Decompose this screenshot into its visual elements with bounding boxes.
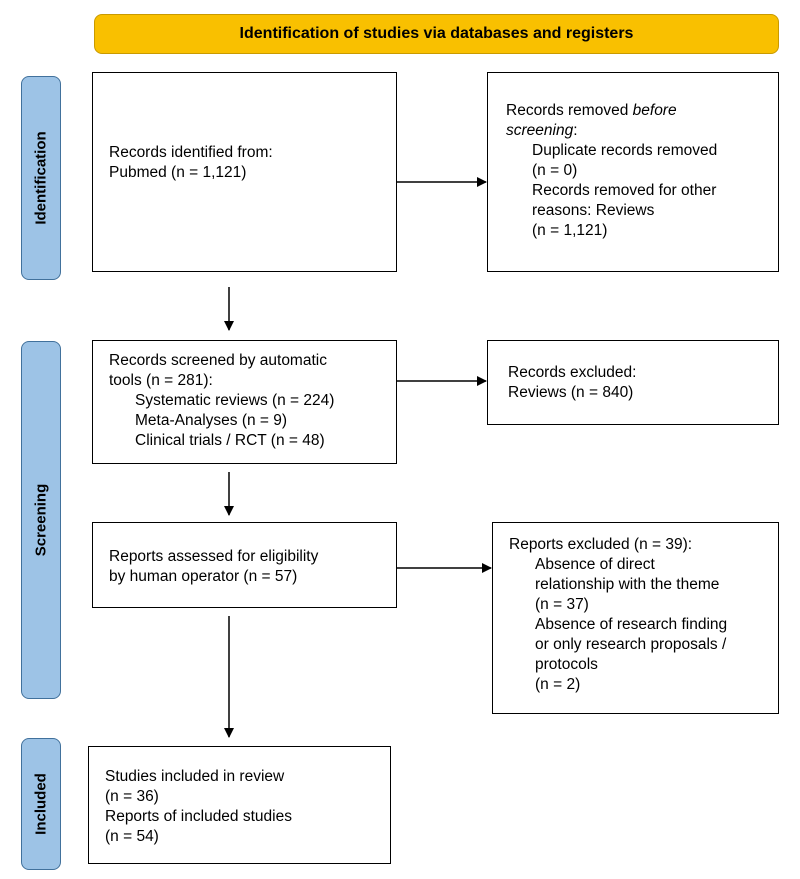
screened-item2: Meta-Analyses (n = 9) — [135, 412, 288, 429]
identified-line1: Records identified from: — [109, 144, 273, 161]
screened-line1: Records screened by automatic — [109, 352, 327, 369]
reports-excluded-r2d: (n = 2) — [535, 676, 581, 693]
reports-excluded-r2b: or only research proposals / — [535, 636, 727, 653]
screened-line2: tools (n = 281): — [109, 372, 213, 389]
records-identified-box: Records identified from: Pubmed (n = 1,1… — [92, 72, 397, 272]
removed-line2-suffix: : — [573, 122, 578, 139]
header-banner: Identification of studies via databases … — [94, 14, 779, 54]
banner-title: Identification of studies via databases … — [239, 25, 634, 42]
removed-other-label2: reasons: Reviews — [532, 202, 655, 219]
removed-line2: screening: — [506, 121, 778, 141]
reports-excluded-r2a: Absence of research finding — [535, 616, 728, 633]
screened-item3: Clinical trials / RCT (n = 48) — [135, 432, 325, 449]
records-excluded-box: Records excluded: Reviews (n = 840) — [487, 340, 779, 425]
excluded-line2: Reviews (n = 840) — [508, 384, 634, 401]
reports-excluded-line1: Reports excluded (n = 39): — [509, 536, 693, 553]
included-line4: (n = 54) — [105, 828, 159, 845]
studies-included-box: Studies included in review (n = 36) Repo… — [88, 746, 391, 864]
identified-line2: Pubmed (n = 1,121) — [109, 164, 247, 181]
reports-excluded-box: Reports excluded (n = 39): Absence of di… — [492, 522, 779, 714]
removed-dup-label: Duplicate records removed — [532, 142, 718, 159]
included-line3: Reports of included studies — [105, 808, 292, 825]
records-removed-box: Records removed before screening: Duplic… — [487, 72, 779, 272]
included-line1: Studies included in review — [105, 768, 285, 785]
removed-dup-count: (n = 0) — [532, 162, 578, 179]
included-line2: (n = 36) — [105, 788, 159, 805]
reports-excluded-r2c: protocols — [535, 656, 598, 673]
removed-line2-italic: screening — [506, 122, 574, 139]
assessed-line1: Reports assessed for eligibility — [109, 548, 319, 565]
phase-screening: Screening — [21, 341, 61, 699]
screened-item1: Systematic reviews (n = 224) — [135, 392, 335, 409]
excluded-line1: Records excluded: — [508, 364, 637, 381]
reports-assessed-box: Reports assessed for eligibility by huma… — [92, 522, 397, 608]
assessed-line2: by human operator (n = 57) — [109, 568, 298, 585]
phase-included: Included — [21, 738, 61, 870]
records-screened-box: Records screened by automatic tools (n =… — [92, 340, 397, 464]
phase-identification: Identification — [21, 76, 61, 280]
removed-line1: Records removed before — [506, 101, 778, 121]
reports-excluded-r1a: Absence of direct — [535, 556, 655, 573]
reports-excluded-r1c: (n = 37) — [535, 596, 589, 613]
removed-line1-italic: before — [632, 102, 677, 119]
removed-other-count: (n = 1,121) — [532, 222, 608, 239]
removed-other-label1: Records removed for other — [532, 182, 717, 199]
removed-line1-prefix: Records removed — [506, 102, 633, 119]
reports-excluded-r1b: relationship with the theme — [535, 576, 720, 593]
